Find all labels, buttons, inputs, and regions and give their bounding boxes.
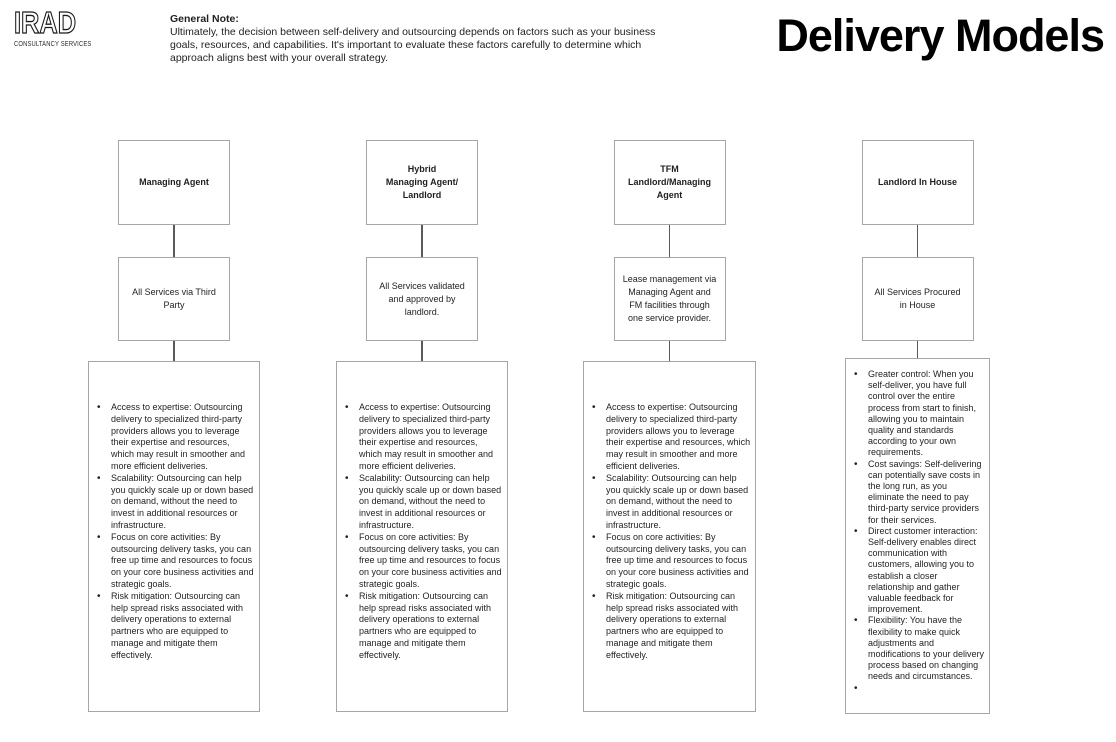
company-logo: IRAD CONSULTANCY SERVICES: [13, 5, 134, 48]
delivery-model-column-managing-agent: Managing Agent All Services via Third Pa…: [88, 140, 260, 712]
bullet-item: Scalability: Outsourcing can help you qu…: [89, 473, 255, 532]
logo-tagline-text: CONSULTANCY SERVICES: [14, 39, 92, 48]
connector-line: [668, 341, 671, 361]
bullet-item: Cost savings: Self-delivering can potent…: [846, 459, 985, 526]
model-header-box: Managing Agent: [118, 140, 230, 225]
model-benefits-box: Access to expertise: Outsourcing deliver…: [583, 361, 756, 712]
bullet-item: Direct customer interaction: Self-delive…: [846, 526, 985, 616]
general-note-body: Ultimately, the decision between self-de…: [170, 26, 656, 64]
bullet-item: Greater control: When you self-deliver, …: [846, 369, 985, 459]
general-note: General Note: Ultimately, the decision b…: [170, 13, 678, 65]
bullet-item: [846, 683, 985, 694]
delivery-model-column-hybrid: Hybrid Managing Agent/ Landlord All Serv…: [336, 140, 508, 712]
model-header-box: Hybrid Managing Agent/ Landlord: [366, 140, 478, 225]
benefits-list: Access to expertise: Outsourcing deliver…: [337, 402, 503, 662]
page-title: Delivery Models: [776, 10, 1105, 61]
benefits-list: Greater control: When you self-deliver, …: [846, 369, 985, 694]
model-header-box: TFM Landlord/Managing Agent: [613, 140, 726, 225]
model-header-box: Landlord In House: [861, 140, 974, 225]
connector-line: [916, 341, 919, 358]
model-summary-box: All Services validated and approved by l…: [366, 257, 478, 341]
logo-brand-text: IRAD: [13, 5, 77, 40]
connector-line: [421, 341, 423, 361]
model-summary-box: Lease management via Managing Agent and …: [613, 257, 726, 341]
benefits-list: Access to expertise: Outsourcing deliver…: [89, 402, 255, 662]
delivery-model-column-tfm: TFM Landlord/Managing Agent Lease manage…: [583, 140, 756, 712]
model-benefits-box: Access to expertise: Outsourcing deliver…: [88, 361, 260, 712]
bullet-item: Access to expertise: Outsourcing deliver…: [584, 402, 751, 473]
bullet-item: Risk mitigation: Outsourcing can help sp…: [337, 591, 503, 662]
bullet-item: Focus on core activities: By outsourcing…: [337, 532, 503, 591]
connector-line: [173, 341, 175, 361]
model-benefits-box: Access to expertise: Outsourcing deliver…: [336, 361, 508, 712]
connector-line: [173, 225, 175, 257]
model-benefits-box: Greater control: When you self-deliver, …: [845, 358, 990, 714]
benefits-list: Access to expertise: Outsourcing deliver…: [584, 402, 751, 662]
bullet-item: Access to expertise: Outsourcing deliver…: [337, 402, 503, 473]
bullet-item: Flexibility: You have the flexibility to…: [846, 615, 985, 682]
general-note-heading: General Note:: [170, 13, 239, 25]
bullet-item: Risk mitigation: Outsourcing can help sp…: [584, 591, 751, 662]
connector-line: [668, 225, 671, 257]
bullet-item: Risk mitigation: Outsourcing can help sp…: [89, 591, 255, 662]
bullet-item: Scalability: Outsourcing can help you qu…: [337, 473, 503, 532]
delivery-model-column-in-house: Landlord In House All Services Procured …: [845, 140, 990, 714]
connector-line: [421, 225, 423, 257]
bullet-item: Focus on core activities: By outsourcing…: [584, 532, 751, 591]
bullet-item: Access to expertise: Outsourcing deliver…: [89, 402, 255, 473]
connector-line: [916, 225, 919, 257]
model-summary-box: All Services via Third Party: [118, 257, 230, 341]
model-summary-box: All Services Procured in House: [861, 257, 974, 341]
bullet-item: Focus on core activities: By outsourcing…: [89, 532, 255, 591]
bullet-item: Scalability: Outsourcing can help you qu…: [584, 473, 751, 532]
